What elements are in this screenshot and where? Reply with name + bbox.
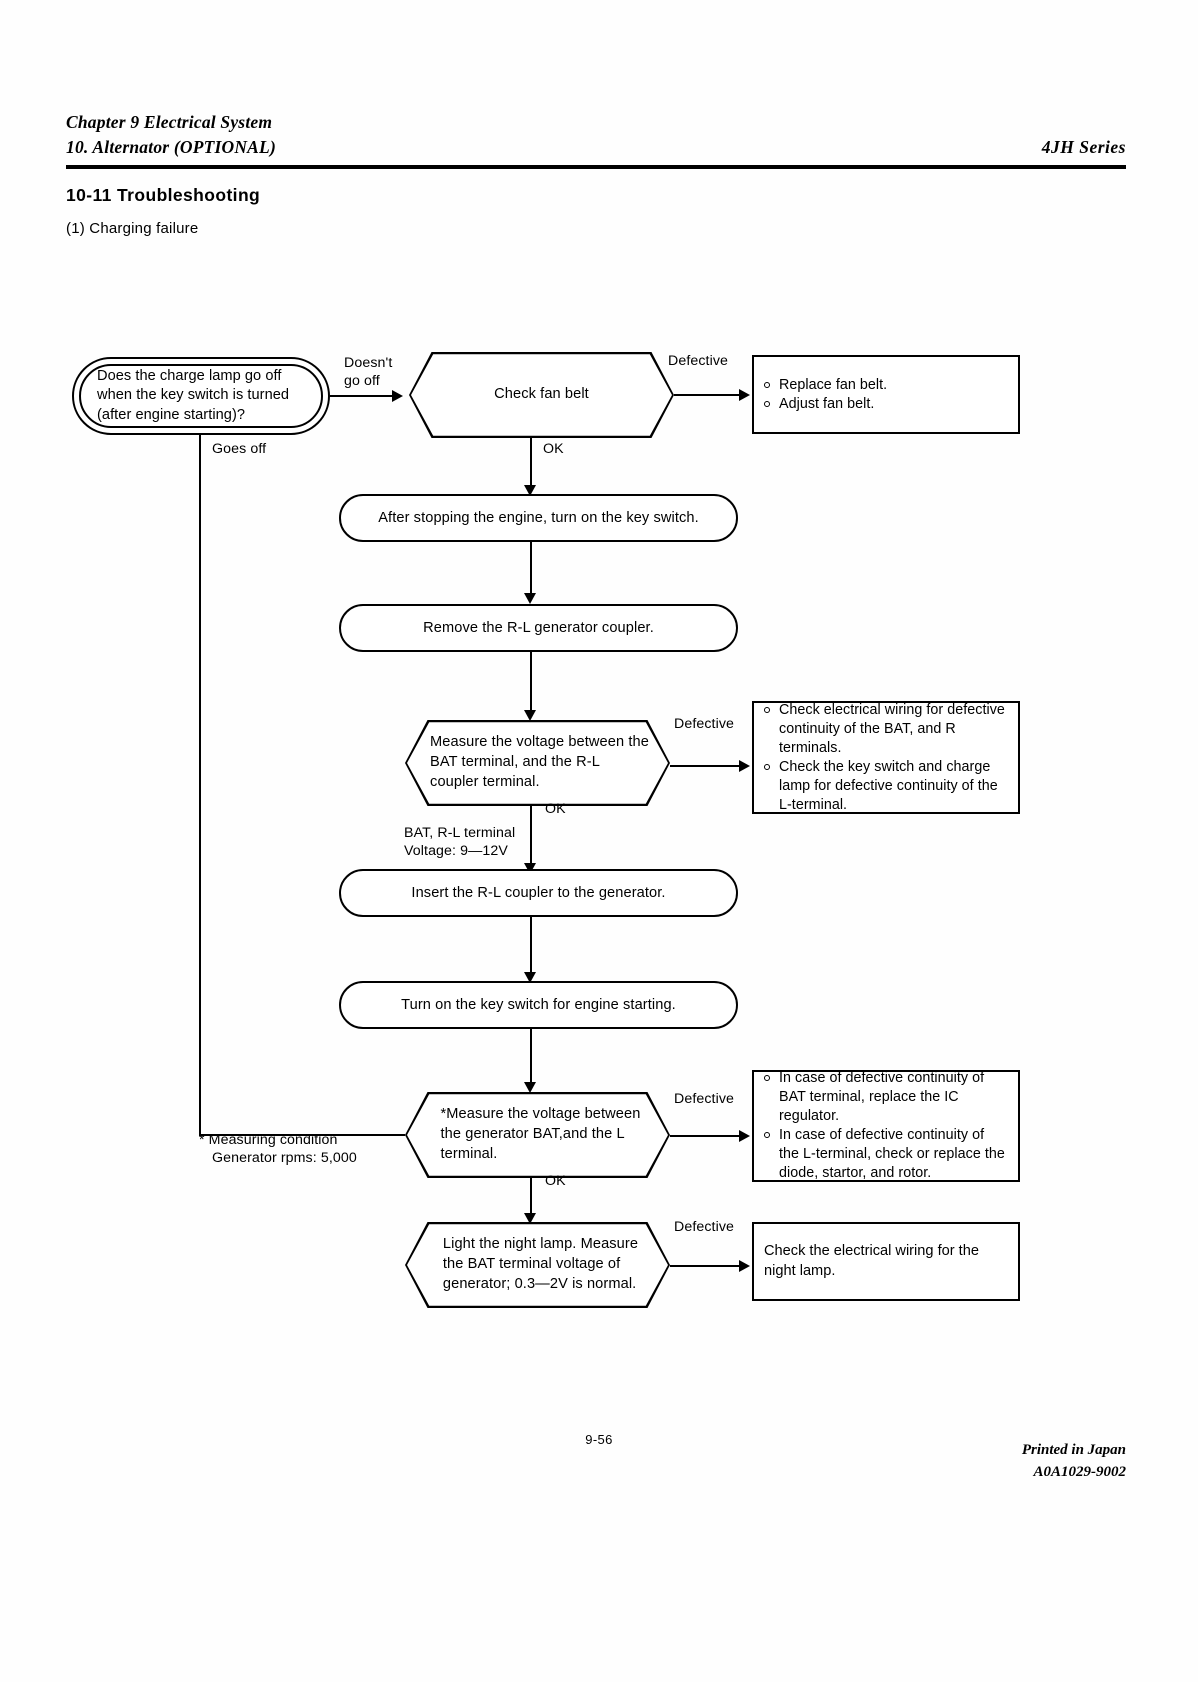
edge-arrow-turn-on-key bbox=[524, 972, 536, 983]
edge-arrow-measure-gen-bat bbox=[524, 1082, 536, 1093]
edge-arrow-after-stopping bbox=[524, 485, 536, 496]
imprint: Printed in Japan A0A1029-9002 bbox=[1022, 1440, 1126, 1484]
action-item: Adjust fan belt. bbox=[764, 395, 887, 414]
insert-coupler-label: Insert the R-L coupler to the generator. bbox=[411, 885, 666, 901]
after-stopping-label: After stopping the engine, turn on the k… bbox=[378, 510, 699, 526]
start-line-2: when the key switch is turned bbox=[97, 387, 290, 404]
flow-start-node: Does the charge lamp go off when the key… bbox=[72, 357, 330, 435]
night-lamp-line-1: Light the night lamp. Measure bbox=[442, 1236, 639, 1253]
edge-goes-off-vertical bbox=[199, 435, 202, 1135]
box-fan-belt-actions: Replace fan belt. Adjust fan belt. bbox=[752, 355, 1020, 434]
action-item: Check the key switch and charge lamp for… bbox=[764, 758, 1008, 815]
edge-label-defective-4: Defective bbox=[674, 1219, 735, 1235]
edge-label-goes-off: Goes off bbox=[212, 441, 267, 457]
header-rule bbox=[66, 165, 1126, 169]
header-series: 4JH Series bbox=[1041, 136, 1126, 157]
edge-night-lamp-to-action bbox=[670, 1265, 745, 1268]
edge-label-doesnt-go-off: Doesn't go off bbox=[344, 355, 393, 390]
header-chapter: Chapter 9 Electrical System bbox=[66, 112, 273, 132]
measure-bat-rl-line-2: BAT terminal, and the R-L bbox=[430, 754, 600, 771]
edge-arrow-regulator bbox=[739, 1129, 750, 1142]
node-remove-coupler: Remove the R-L generator coupler. bbox=[339, 604, 738, 652]
edge-arrow-measure-bat-rl bbox=[524, 710, 536, 721]
node-after-stopping-engine: After stopping the engine, turn on the k… bbox=[339, 494, 738, 542]
edge-arrow-night-lamp-action bbox=[739, 1259, 750, 1272]
node-insert-coupler: Insert the R-L coupler to the generator. bbox=[339, 869, 738, 917]
measure-gen-bat-line-3: terminal. bbox=[440, 1145, 498, 1162]
start-line-1: Does the charge lamp go off bbox=[97, 367, 282, 384]
action-item: Check electrical wiring for defective co… bbox=[764, 701, 1008, 758]
edge-label-defective-3: Defective bbox=[674, 1091, 735, 1107]
action-item: In case of defective continuity of the L… bbox=[764, 1126, 1008, 1183]
edge-measure-gen-ok bbox=[530, 1178, 533, 1218]
edge-arrow-night-lamp bbox=[524, 1213, 536, 1224]
node-measure-generator-bat: *Measure the voltage between the generat… bbox=[405, 1092, 670, 1178]
page-number: 9-56 bbox=[585, 1432, 613, 1447]
edge-to-measure-gen-bat bbox=[530, 1029, 533, 1085]
edge-measure-gen-to-regulator bbox=[670, 1135, 745, 1138]
edge-label-defective-2: Defective bbox=[674, 716, 735, 732]
edge-start-to-fanbelt bbox=[330, 395, 392, 398]
page-header: Chapter 9 Electrical System 10. Alternat… bbox=[66, 110, 1126, 160]
remove-coupler-label: Remove the R-L generator coupler. bbox=[423, 620, 654, 636]
node-check-fan-belt: Check fan belt bbox=[409, 352, 674, 438]
node-turn-on-key-switch: Turn on the key switch for engine starti… bbox=[339, 981, 738, 1029]
night-lamp-action-line-1: Check the electrical wiring for the bbox=[764, 1242, 979, 1259]
document-code: A0A1029-9002 bbox=[1033, 1463, 1126, 1480]
start-line-3: (after engine starting)? bbox=[97, 406, 246, 423]
edge-label-ok-2: OK bbox=[545, 801, 566, 817]
edge-fanbelt-to-actions bbox=[674, 394, 745, 397]
night-lamp-line-2: the BAT terminal voltage of bbox=[442, 1256, 621, 1273]
edge-label-defective-1: Defective bbox=[668, 353, 729, 369]
edge-arrow-fanbelt bbox=[392, 389, 403, 402]
edge-arrow-remove-coupler bbox=[524, 593, 536, 604]
annotation-measuring-condition: * Measuring condition Generator rpms: 5,… bbox=[199, 1132, 357, 1167]
edge-measure-to-wiring bbox=[670, 765, 745, 768]
edge-label-ok-1: OK bbox=[543, 441, 564, 457]
edge-to-turn-on-key bbox=[530, 917, 533, 975]
printed-in: Printed in Japan bbox=[1021, 1442, 1126, 1458]
night-lamp-action-line-2: night lamp. bbox=[764, 1262, 836, 1279]
turn-on-key-label: Turn on the key switch for engine starti… bbox=[401, 997, 676, 1013]
action-item: Replace fan belt. bbox=[764, 376, 887, 395]
box-night-lamp-action: Check the electrical wiring for the nigh… bbox=[752, 1222, 1020, 1301]
edge-goes-off-horizontal bbox=[199, 1133, 405, 1137]
measure-gen-bat-line-1: *Measure the voltage between bbox=[440, 1106, 641, 1123]
section-subheading: (1) Charging failure bbox=[66, 220, 199, 237]
edge-arrow-wiring bbox=[739, 759, 750, 772]
night-lamp-line-3: generator; 0.3—2V is normal. bbox=[442, 1275, 637, 1292]
measure-bat-rl-line-1: Measure the voltage between the bbox=[430, 734, 649, 751]
edge-arrow-fanbelt-actions bbox=[739, 388, 750, 401]
edge-to-remove-coupler bbox=[530, 542, 533, 596]
edge-fanbelt-ok bbox=[530, 438, 533, 490]
box-wiring-actions: Check electrical wiring for defective co… bbox=[752, 701, 1020, 814]
header-section: 10. Alternator (OPTIONAL) bbox=[66, 136, 276, 157]
measure-bat-rl-line-3: coupler terminal. bbox=[430, 773, 540, 790]
measure-gen-bat-line-2: the generator BAT,and the L bbox=[440, 1126, 625, 1143]
annotation-bat-rl-voltage: BAT, R-L terminal Voltage: 9—12V bbox=[404, 825, 516, 860]
section-heading: 10-11 Troubleshooting bbox=[66, 185, 261, 205]
box-regulator-actions: In case of defective continuity of BAT t… bbox=[752, 1070, 1020, 1182]
check-fan-belt-label: Check fan belt bbox=[494, 386, 589, 403]
edge-label-ok-3: OK bbox=[545, 1173, 566, 1189]
edge-to-measure-bat-rl bbox=[530, 652, 533, 716]
edge-measure-ok bbox=[530, 806, 533, 868]
action-item: In case of defective continuity of BAT t… bbox=[764, 1069, 1008, 1126]
node-night-lamp-check: Light the night lamp. Measure the BAT te… bbox=[405, 1222, 670, 1308]
node-measure-bat-rl: Measure the voltage between the BAT term… bbox=[405, 720, 670, 806]
